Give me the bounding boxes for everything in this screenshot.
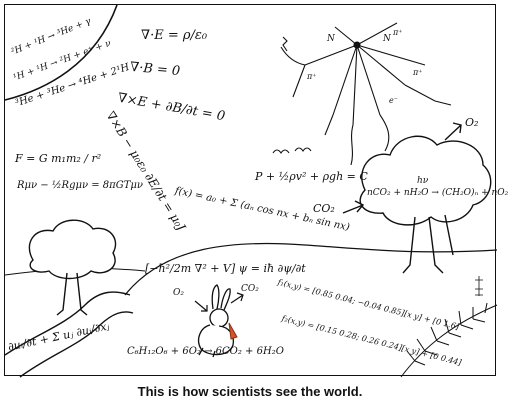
left-tree-canopy (28, 219, 117, 280)
left-tree-trunk (56, 272, 88, 316)
river-left-bank (4, 291, 131, 356)
particle-tracks (280, 22, 452, 166)
rabbit-o2-label: O₂ (173, 288, 184, 298)
o2-arrow (444, 122, 462, 141)
rabbit (197, 284, 235, 358)
co2-arrow (342, 200, 365, 214)
fern (400, 302, 498, 378)
right-tree-canopy (359, 135, 492, 226)
particle-label-n1: N (327, 34, 335, 44)
schrodinger-eq: [−ħ²/2m ∇² + V] ψ = iħ ∂ψ/∂t (145, 262, 306, 275)
particle-label-pi3: π⁺ (393, 28, 403, 37)
respiration-eq: C₆H₁₂O₆ + 6O₂ → 6CO₂ + 6H₂O (127, 346, 284, 357)
particle-label-n2: N (383, 34, 391, 44)
rabbit-o2-arrow (194, 300, 208, 312)
particle-label-pi2: π⁺ (413, 68, 423, 77)
rabbit-co2-label: CO₂ (241, 284, 259, 294)
particle-label-e: e⁻ (389, 96, 398, 105)
o2-label: O₂ (465, 116, 479, 129)
einstein-field: Rμν − ½Rgμν = 8πGTμν (17, 180, 143, 191)
birds (272, 147, 312, 154)
comic-caption: This is how scientists see the world. (137, 384, 363, 399)
bernoulli-eq: P + ½ρv² + ρgh = C (255, 170, 368, 183)
photosynthesis-eq: nCO₂ + nH₂O → (CH₂O)ₙ + nO₂ (367, 188, 508, 198)
river-right-bank (19, 311, 134, 378)
newton-gravity: F = G m₁m₂ / r² (15, 152, 102, 165)
right-tree-trunk (402, 214, 454, 274)
comic-frame: ²H + ¹H → ³He + γ ¹H + ¹H → ²H + e⁺ + ν … (4, 4, 508, 378)
co2-label: CO₂ (313, 202, 335, 215)
particle-label-pi1: π⁺ (307, 72, 317, 81)
maxwell-gauss-e: ∇·E = ρ/ε₀ (141, 28, 208, 43)
sun-arc (4, 4, 118, 101)
carrot (228, 322, 238, 340)
photosynthesis-hv: hν (417, 176, 429, 186)
hill-curve (124, 242, 498, 296)
rabbit-co2-arrow (230, 292, 244, 304)
signature-stamp (475, 276, 483, 296)
comic-drawing (4, 4, 498, 378)
